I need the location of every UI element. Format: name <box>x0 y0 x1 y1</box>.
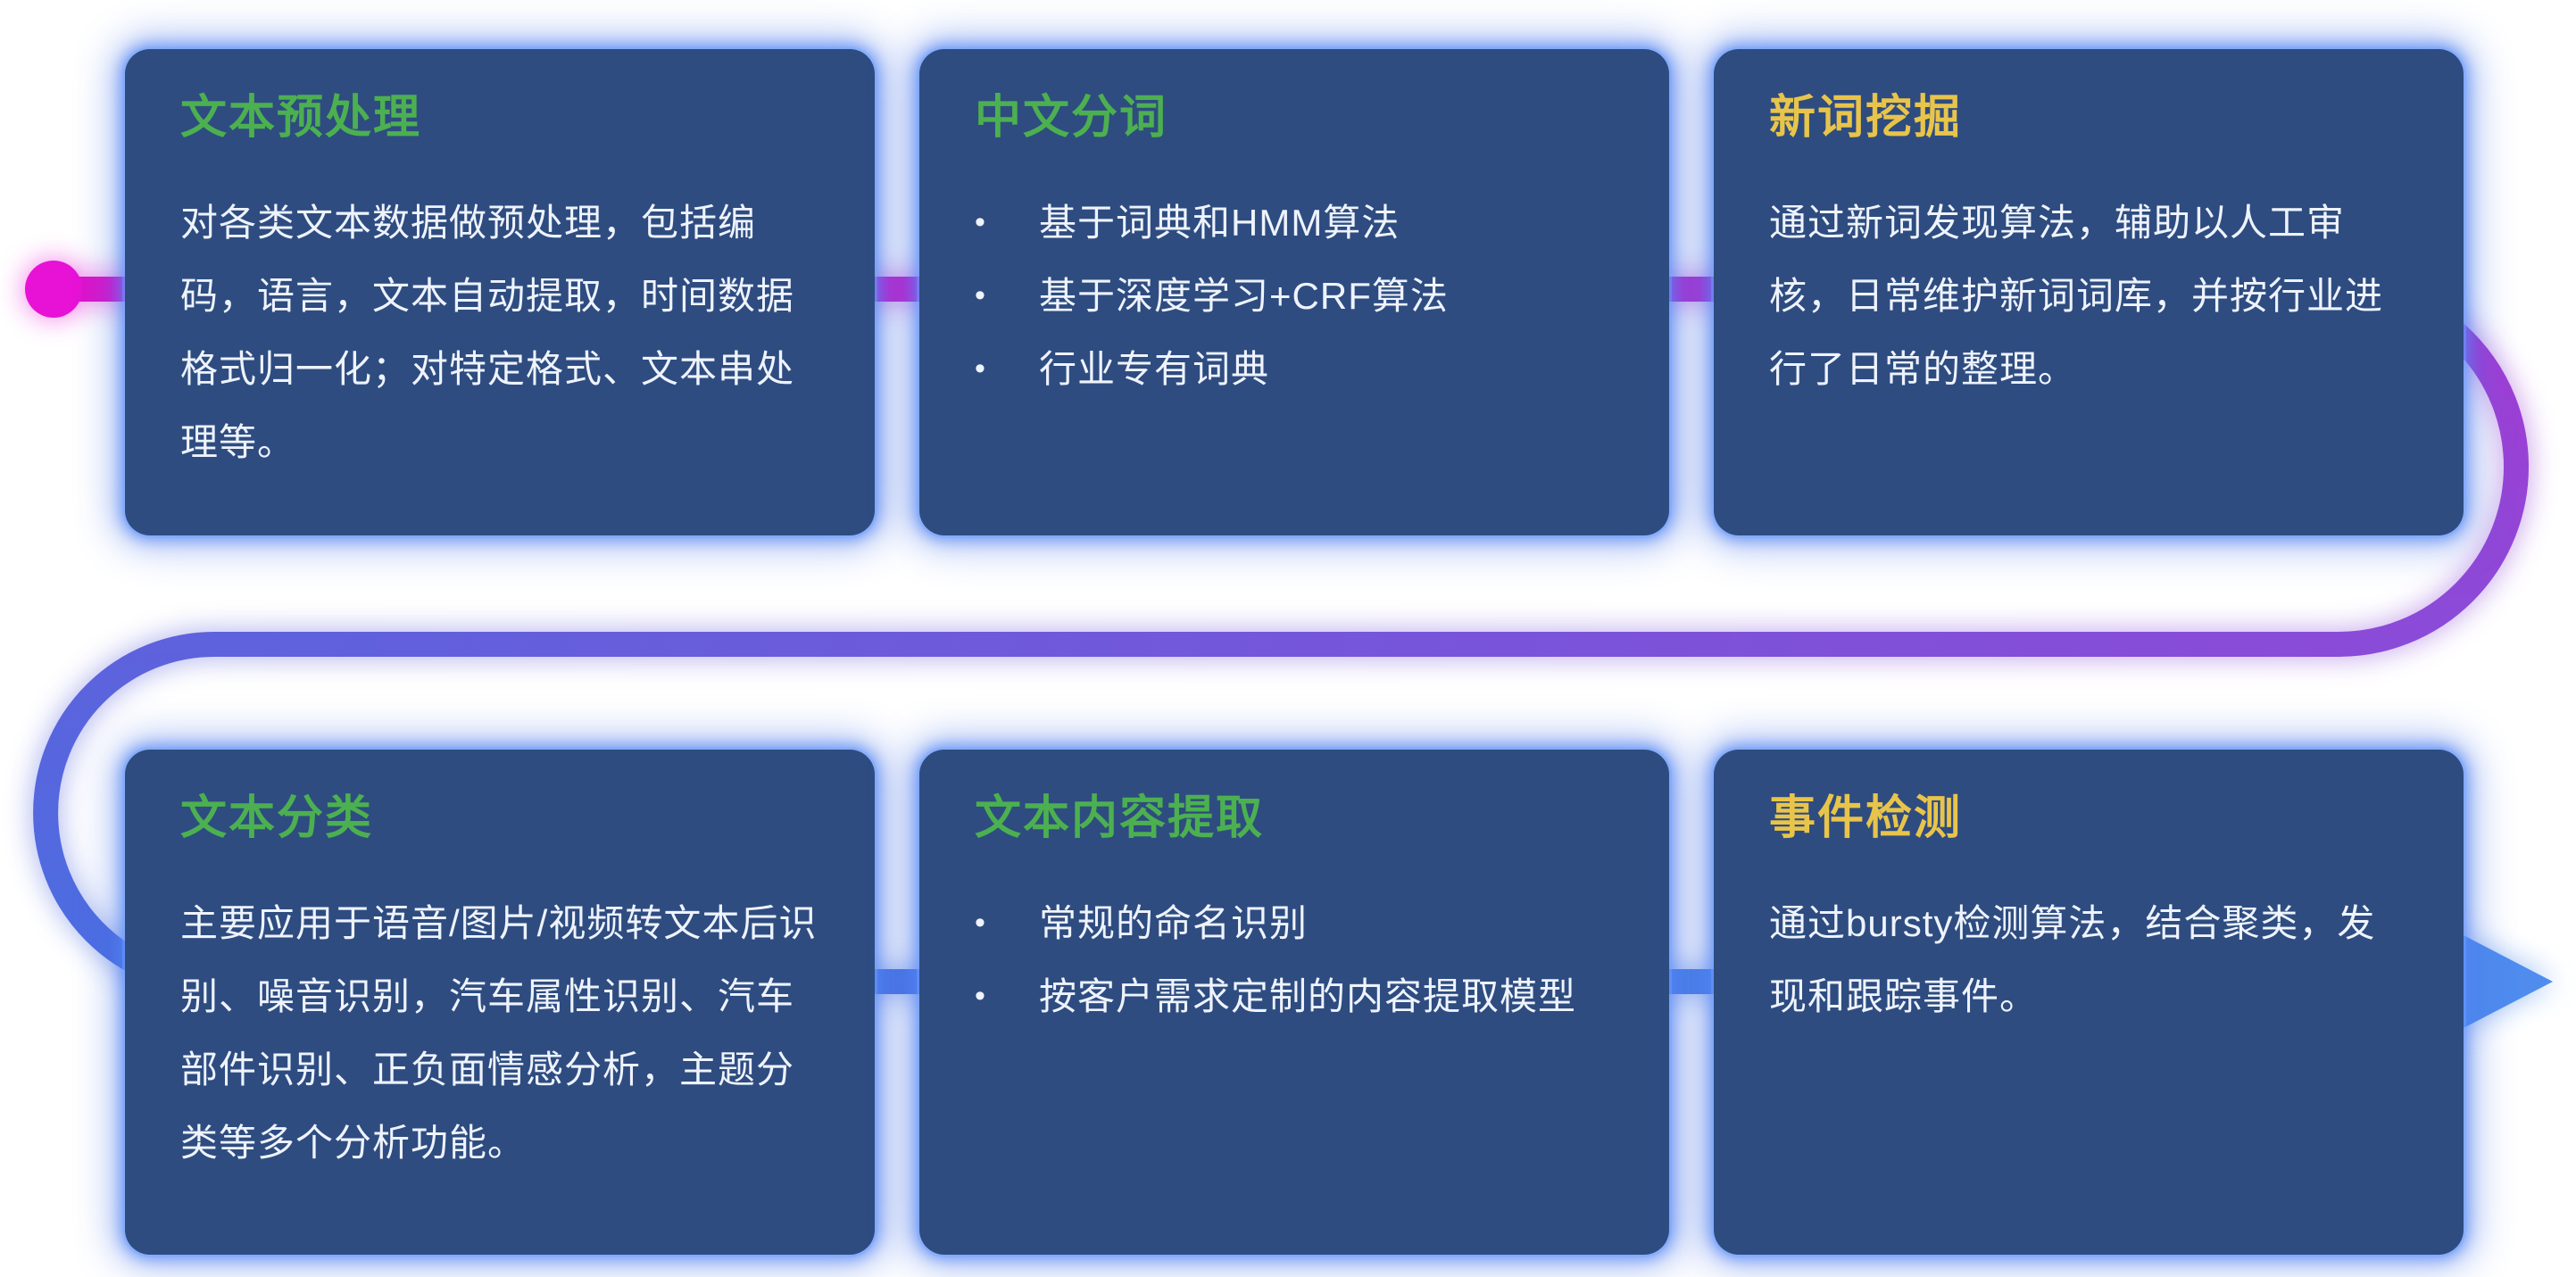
card-chinese-word-segmentation: 中文分词 • 基于词典和HMM算法 • 基于深度学习+CRF算法 • 行业专有词… <box>919 49 1669 535</box>
bullet-marker-icon: • <box>975 278 986 313</box>
bullet-item: • 基于词典和HMM算法 <box>975 187 1614 260</box>
bullet-text: 基于深度学习+CRF算法 <box>1039 275 1449 318</box>
bullet-text: 基于词典和HMM算法 <box>1039 202 1400 245</box>
bullet-marker-icon: • <box>975 979 986 1014</box>
card-body: 对各类文本数据做预处理，包括编码，语言，文本自动提取，时间数据格式归一化；对特定… <box>180 202 795 464</box>
bullet-item: • 行业专有词典 <box>975 333 1614 406</box>
bullet-marker-icon: • <box>975 205 986 240</box>
card-title: 文本内容提取 <box>975 792 1265 844</box>
card-title: 中文分词 <box>975 92 1168 144</box>
bullet-item: • 按客户需求定制的内容提取模型 <box>975 960 1614 1033</box>
card-new-word-mining: 新词挖掘 通过新词发现算法，辅助以人工审核，日常维护新词词库，并按行业进行了日常… <box>1714 49 2464 535</box>
card-title: 事件检测 <box>1769 792 1963 844</box>
bullet-list: • 常规的命名识别 • 按客户需求定制的内容提取模型 <box>975 887 1614 1033</box>
bullet-list: • 基于词典和HMM算法 • 基于深度学习+CRF算法 • 行业专有词典 <box>975 187 1614 406</box>
bullet-text: 常规的命名识别 <box>1039 902 1309 945</box>
card-text-content-extraction: 文本内容提取 • 常规的命名识别 • 按客户需求定制的内容提取模型 <box>919 750 1669 1255</box>
card-title: 文本分类 <box>180 792 374 844</box>
bullet-text: 行业专有词典 <box>1039 348 1270 391</box>
card-title: 新词挖掘 <box>1769 92 1963 144</box>
card-body: 主要应用于语音/图片/视频转文本后识别、噪音识别，汽车属性识别、汽车部件识别、正… <box>180 902 818 1165</box>
bullet-marker-icon: • <box>975 906 986 941</box>
card-event-detection: 事件检测 通过bursty检测算法，结合聚类，发现和跟踪事件。 <box>1714 750 2464 1255</box>
bullet-item: • 常规的命名识别 <box>975 887 1614 960</box>
card-text-classification: 文本分类 主要应用于语音/图片/视频转文本后识别、噪音识别，汽车属性识别、汽车部… <box>125 750 875 1255</box>
card-title: 文本预处理 <box>180 92 422 144</box>
card-text-preprocessing: 文本预处理 对各类文本数据做预处理，包括编码，语言，文本自动提取，时间数据格式归… <box>125 49 875 535</box>
bullet-text: 按客户需求定制的内容提取模型 <box>1039 975 1577 1018</box>
card-body: 通过bursty检测算法，结合聚类，发现和跟踪事件。 <box>1769 902 2376 1018</box>
bullet-item: • 基于深度学习+CRF算法 <box>975 260 1614 333</box>
bullet-marker-icon: • <box>975 352 986 386</box>
card-body: 通过新词发现算法，辅助以人工审核，日常维护新词词库，并按行业进行了日常的整理。 <box>1769 202 2384 391</box>
